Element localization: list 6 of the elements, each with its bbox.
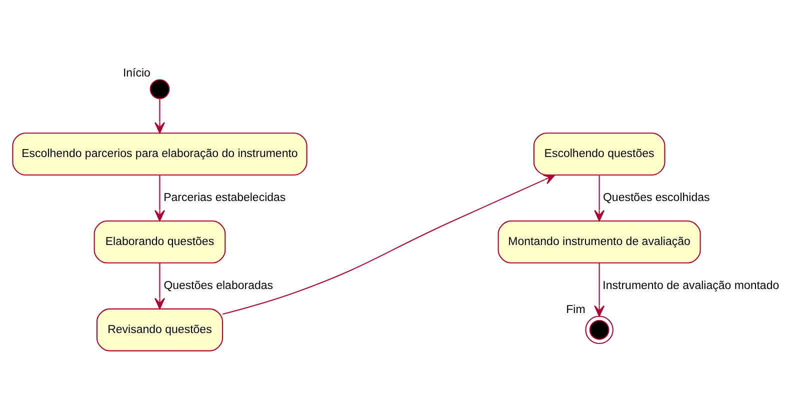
edge-label: Instrumento de avaliação montado — [602, 279, 780, 292]
edge-label: Questões escolhidas — [602, 191, 710, 204]
node-label: Fim — [566, 303, 586, 316]
edge-label: Parcerias estabelecidas — [164, 191, 286, 204]
node-label: Início — [122, 66, 150, 79]
edge-label: Questões elaboradas — [164, 279, 274, 292]
